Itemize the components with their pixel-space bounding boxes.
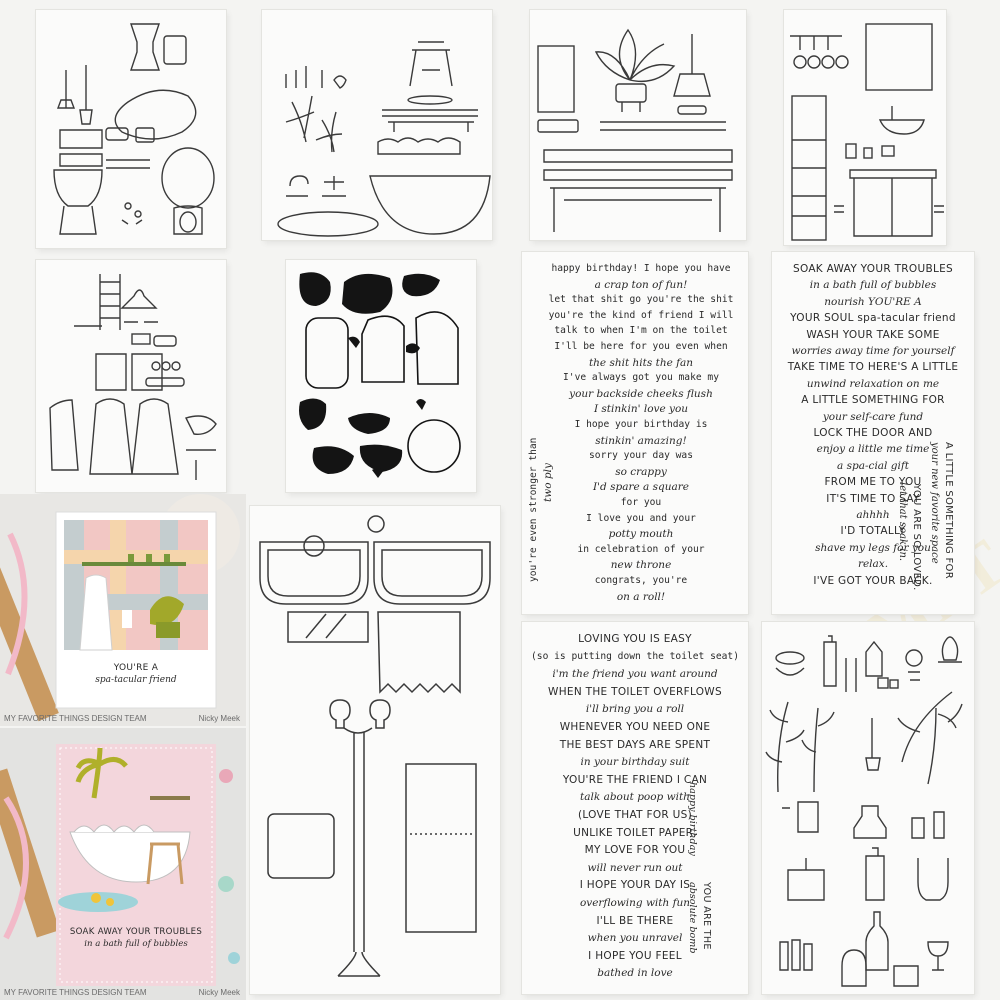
sentiment-line: worries away time for yourself — [791, 345, 955, 357]
sentiment-line: stinkin' amazing! — [595, 434, 687, 447]
sentiment-line: new throne — [610, 559, 672, 572]
sentiment-line: I'll be here for you even when — [554, 341, 728, 352]
sentiment-line: i'll bring you a roll — [585, 703, 685, 716]
sentiment-line: i'm the friend you want around — [552, 668, 718, 681]
card-greeting: SOAK AWAY YOUR TROUBLES — [69, 927, 203, 937]
sentiment-line: a crap ton of fun! — [594, 278, 688, 291]
sentiment-line: bathed in love — [597, 967, 673, 980]
die-set-decor — [762, 622, 974, 994]
sentiment-line: let that shit go you're the shit — [548, 294, 734, 306]
die-set-sink-stand — [250, 506, 500, 994]
sentiment-line: A LITTLE SOMETHING FOR — [801, 394, 945, 407]
sentiment-line: in your birthday suit — [580, 756, 690, 769]
sentiment-line: I HOPE YOU FEEL — [588, 949, 682, 962]
stamp-set-toilet-sentiments: LOVING YOU IS EASY (so is putting down th… — [522, 622, 748, 994]
stamp-set-funny-sentiments: you're even stronger than happy birthday… — [522, 252, 748, 614]
sentiment-line: I love you and your — [586, 512, 696, 524]
sentiment-line: WASH YOUR TAKE SOME — [806, 328, 940, 341]
sentiment-line: SOAK AWAY YOUR TROUBLES — [792, 263, 954, 275]
sentiment-line: WHEN THE TOILET OVERFLOWS — [548, 685, 722, 698]
sentiment-line: FROM ME TO YOU — [824, 476, 922, 489]
sentiment-line: talk to when I'm on the toilet — [554, 325, 728, 337]
sentiment-line: nourish YOU'RE A — [824, 295, 922, 308]
sentiment-line: YOU'RE THE FRIEND I CAN — [562, 773, 708, 786]
stamp-set-spa-sentiments: SOAK AWAY YOUR TROUBLES in a bath full of… — [772, 252, 974, 614]
sentiment-line: WHENEVER YOU NEED ONE — [559, 721, 711, 733]
vertical-sentiment: absolute bomb — [687, 882, 698, 954]
sentiment-line: you're the kind of friend I will — [548, 309, 734, 321]
sentiment-line: THE BEST DAYS ARE SPENT — [559, 738, 711, 751]
sentiment-line: in a bath full of bubbles — [809, 279, 937, 292]
sentiment-line: LOCK THE DOOR AND — [813, 427, 933, 439]
sentiment-line: MY LOVE FOR YOU — [584, 844, 686, 857]
sentiment-line: so crappy — [615, 465, 667, 478]
sentiment-line: when you unravel — [587, 932, 683, 945]
sentiment-line: I've always got you make my — [563, 372, 719, 384]
sentiment-line: your self-care fund — [822, 410, 924, 423]
photo-credit: MY FAVORITE THINGS DESIGN TEAM — [4, 714, 147, 723]
sentiment-line: I hope your birthday is — [574, 419, 708, 430]
sentiment-line: potty mouth — [608, 528, 674, 541]
sentiment-line: ahhhh — [856, 509, 890, 521]
die-set-robe — [36, 260, 226, 492]
die-set-vanity — [784, 10, 946, 245]
die-set-bathtub — [262, 10, 492, 240]
vertical-sentiment: happy birthday — [687, 782, 698, 856]
sentiment-line: overflowing with fun — [579, 897, 691, 909]
sentiment-line: I'LL BE THERE — [596, 914, 674, 927]
sentiment-line: shave my legs for you — [815, 541, 931, 554]
sentiment-line: relax. — [857, 558, 889, 571]
sentiment-line: enjoy a little me time — [816, 443, 930, 456]
sentiment-line: I'd spare a square — [593, 481, 689, 494]
sentiment-line: the shit hits the fan — [588, 356, 694, 369]
sentiment-line: happy birthday! I hope you have — [551, 263, 731, 274]
sentiment-line: unwind relaxation on me — [806, 377, 940, 390]
sentiment-line: talk about poop with — [580, 791, 690, 804]
sentiment-line: TAKE TIME TO HERE'S A LITTLE — [787, 361, 959, 374]
sample-card-photo-2: SOAK AWAY YOUR TROUBLES in a bath full o… — [0, 728, 246, 1000]
card-greeting-script: in a bath full of bubbles — [84, 939, 188, 949]
die-set-toilet — [36, 10, 226, 248]
sentiment-line: UNLIKE TOILET PAPER, — [573, 826, 697, 839]
vertical-sentiment: YOU ARE THE — [701, 882, 712, 950]
sentiment-line: LOVING YOU IS EASY — [578, 633, 692, 645]
sentiment-line: I HOPE YOUR DAY IS — [579, 879, 691, 892]
vertical-sentiment: A LITTLE SOMETHING FOR — [943, 442, 954, 579]
vertical-sentiment: two ply — [542, 463, 554, 502]
sentiment-line: (so is putting down the toilet seat) — [531, 650, 739, 662]
sentiment-line: for you — [620, 497, 662, 508]
sentiment-line: sorry your day was — [589, 450, 693, 462]
sentiment-line: I'VE GOT YOUR BACK. — [813, 574, 933, 587]
sentiment-line: YOUR SOUL spa-tacular friend — [790, 312, 956, 325]
sentiment-line: (LOVE THAT FOR US) — [577, 809, 693, 821]
sentiment-line: IT'S TIME TO SAY — [826, 492, 920, 505]
photo-credit: Nicky Meek — [198, 988, 240, 997]
vertical-sentiment: YOU ARE SO LOVED. — [911, 484, 922, 591]
sample-card-photo-1: YOU'RE A spa-tacular friend MY FAVORITE … — [0, 494, 246, 726]
stamp-set-solid — [286, 260, 476, 492]
photo-credit: MY FAVORITE THINGS DESIGN TEAM — [4, 988, 147, 997]
vertical-sentiment: your new favorite space — [929, 442, 940, 564]
sentiment-line: in celebration of your — [577, 543, 705, 555]
sentiment-line: congrats, you're — [594, 575, 688, 586]
sentiment-line: will never run out — [587, 861, 683, 874]
sentiment-line: on a roll! — [616, 590, 666, 603]
sentiment-line: I stinkin' love you — [593, 403, 689, 416]
die-set-plant-bench — [530, 10, 746, 240]
sentiment-line: your backside cheeks flush — [569, 387, 713, 400]
card-greeting: YOU'RE A — [113, 663, 159, 673]
sentiment-line: I'D TOTALLY — [840, 525, 906, 538]
photo-credit: Nicky Meek — [198, 714, 240, 723]
card-greeting-script: spa-tacular friend — [95, 675, 177, 685]
sentiment-line: a spa-cial gift — [837, 459, 909, 472]
vertical-sentiment: let that soak in. — [897, 482, 908, 562]
